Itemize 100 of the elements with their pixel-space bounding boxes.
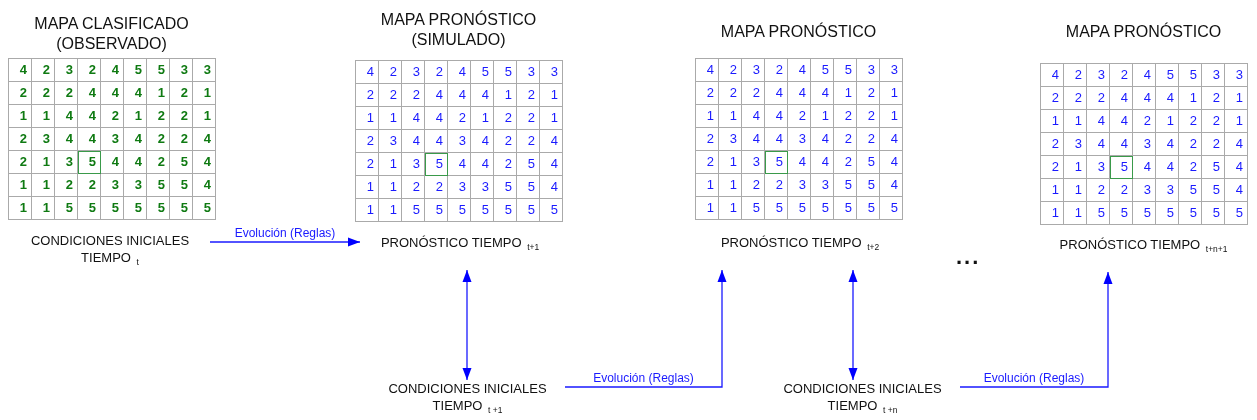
grid-cell: 4 <box>811 128 834 151</box>
grid-cell: 4 <box>1110 110 1133 133</box>
grid-cell: 2 <box>402 84 425 107</box>
grid-cell: 3 <box>1202 64 1225 87</box>
grid-cell: 1 <box>379 153 402 176</box>
grid-cell: 4 <box>1225 179 1248 202</box>
grid-cell: 1 <box>880 82 903 105</box>
grid-cell: 2 <box>765 59 788 82</box>
grid-cell: 1 <box>379 176 402 199</box>
grid-cell: 1 <box>356 199 379 222</box>
grid-cell: 1 <box>379 107 402 130</box>
grid-cell: 3 <box>32 128 55 151</box>
grid-cell: 5 <box>494 176 517 199</box>
grid-cell: 2 <box>55 174 78 197</box>
grid-cell: 4 <box>448 61 471 84</box>
grid-cell: 2 <box>9 128 32 151</box>
grid-cell: 1 <box>1064 110 1087 133</box>
grid-cell: 4 <box>1110 133 1133 156</box>
grid-cell: 1 <box>811 105 834 128</box>
grid-cell: 2 <box>32 82 55 105</box>
grid-cell: 2 <box>448 107 471 130</box>
grid-cell: 5 <box>124 59 147 82</box>
grid-cell: 4 <box>880 151 903 174</box>
arrow <box>462 269 472 381</box>
grid-cell: 3 <box>448 130 471 153</box>
grid-cell: 3 <box>719 128 742 151</box>
grid-cell: 4 <box>1156 87 1179 110</box>
grid-cell: 2 <box>494 153 517 176</box>
grid-cell: 1 <box>356 107 379 130</box>
grid-cell: 2 <box>32 59 55 82</box>
grid-cell: 3 <box>170 59 193 82</box>
grid-cell: 2 <box>742 82 765 105</box>
grid-cell: 3 <box>1087 64 1110 87</box>
grid-cell: 1 <box>540 84 563 107</box>
grid-cell: 3 <box>811 174 834 197</box>
grid-cell: 4 <box>55 128 78 151</box>
grid-cell: 1 <box>32 174 55 197</box>
grid-cell: 2 <box>101 105 124 128</box>
grid-cell: 4 <box>1225 133 1248 156</box>
grid-cell: 5 <box>170 151 193 174</box>
grid-cell: 5 <box>402 199 425 222</box>
grid-cell: 2 <box>517 130 540 153</box>
grid-cell: 1 <box>1179 87 1202 110</box>
grid-cell: 2 <box>1041 133 1064 156</box>
grid-cell: 1 <box>719 105 742 128</box>
grid-cell: 2 <box>379 61 402 84</box>
grid-cell: 1 <box>1225 110 1248 133</box>
grid-cell: 1 <box>1064 179 1087 202</box>
grid-cell: 2 <box>1041 87 1064 110</box>
grid-cell: 2 <box>742 174 765 197</box>
grid-cell: 5 <box>765 151 788 174</box>
grid-cell: 4 <box>765 82 788 105</box>
arrow <box>959 271 1113 388</box>
grid-cell: 2 <box>9 151 32 174</box>
grid-cell: 5 <box>880 197 903 220</box>
grid-cell: 4 <box>1156 133 1179 156</box>
grid-cell: 4 <box>880 128 903 151</box>
grid-cell: 2 <box>402 176 425 199</box>
grid-cell: 1 <box>9 197 32 220</box>
arrow <box>848 269 858 381</box>
grid-cell: 1 <box>9 105 32 128</box>
grid-cell: 5 <box>788 197 811 220</box>
grid-cell: 5 <box>425 153 448 176</box>
grid-cell: 4 <box>448 84 471 107</box>
arrow <box>209 237 361 247</box>
grid-cell: 1 <box>9 174 32 197</box>
grid-cell: 1 <box>494 84 517 107</box>
grid-cell: 5 <box>857 197 880 220</box>
grid-cell: 2 <box>517 107 540 130</box>
grid-cell: 2 <box>379 84 402 107</box>
grid-cell: 4 <box>471 153 494 176</box>
grid-cell: 1 <box>193 105 216 128</box>
grid-cell: 4 <box>101 151 124 174</box>
map-title: MAPA PRONÓSTICO (SIMULADO) <box>379 10 538 50</box>
grid-cell: 4 <box>811 82 834 105</box>
grid-cell: 5 <box>811 59 834 82</box>
grid-cell: 1 <box>1041 202 1064 225</box>
grid-cell: 4 <box>101 59 124 82</box>
grid-cell: 4 <box>78 82 101 105</box>
grid-cell: 5 <box>425 199 448 222</box>
grid-cell: 2 <box>696 82 719 105</box>
grid-cell: 4 <box>1041 64 1064 87</box>
grid-cell: 3 <box>402 153 425 176</box>
grid-cell: 2 <box>834 151 857 174</box>
grid-cell: 3 <box>124 174 147 197</box>
grid-cell: 5 <box>1156 64 1179 87</box>
grid-cell: 2 <box>78 174 101 197</box>
grid-cell: 3 <box>880 59 903 82</box>
grid-cell: 5 <box>1156 202 1179 225</box>
grid-cell: 5 <box>517 176 540 199</box>
grid-cell: 2 <box>765 174 788 197</box>
grid-cell: 4 <box>540 130 563 153</box>
grid-cell: 3 <box>1064 133 1087 156</box>
grid-cell: 2 <box>1202 110 1225 133</box>
grid-cell: 5 <box>471 199 494 222</box>
grid-cell: 4 <box>1087 133 1110 156</box>
grid-cell: 5 <box>834 59 857 82</box>
grid-cell: 5 <box>147 197 170 220</box>
grid-cell: 5 <box>170 174 193 197</box>
grid-cell: 5 <box>101 197 124 220</box>
